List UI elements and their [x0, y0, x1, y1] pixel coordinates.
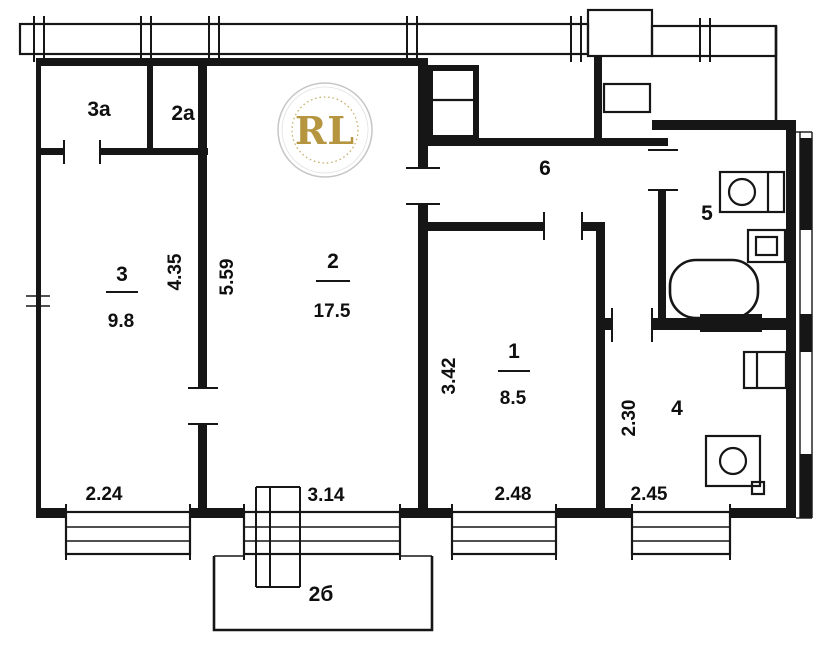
facade-band: [18, 8, 778, 128]
logo-initials: RL: [295, 108, 355, 153]
room-1-area: 8.5: [500, 388, 527, 409]
room-5-label: 5: [701, 202, 713, 225]
room-2-dim-vertical: 5.59: [217, 259, 238, 296]
window-room1: [450, 504, 558, 560]
room-2-area: 17.5: [314, 301, 351, 322]
room-3-dim-vertical: 4.35: [165, 253, 186, 290]
agency-logo: RL: [277, 82, 373, 178]
vent-shaft: [427, 65, 652, 141]
balcony-outline: [212, 555, 434, 632]
room-3a-label: 3а: [87, 98, 111, 121]
room-1-dim-vertical: 3.42: [439, 358, 460, 395]
room-4-dim-horizontal: 2.45: [631, 484, 668, 505]
bathtub-icon: [668, 258, 760, 320]
labels: 3а 2а 3 9.8 4.35 2.24 2 17.5 5.59 3.14 1…: [86, 98, 714, 606]
kitchen-sink-icon: [704, 434, 766, 496]
balcony-door: [255, 486, 301, 588]
room-3-area: 9.8: [108, 311, 134, 332]
door-ticks: [26, 140, 678, 425]
fixtures: [668, 170, 788, 496]
window-room2: [242, 504, 402, 560]
room-6-label: 6: [539, 157, 551, 180]
window-room3: [64, 504, 192, 560]
room-4-label: 4: [671, 397, 683, 420]
balcony-label: 2б: [309, 583, 334, 606]
logo-arc-text: [291, 96, 359, 164]
right-wall-strip: [796, 131, 813, 519]
room-1-dim-horizontal: 2.48: [495, 484, 532, 505]
kitchen-stove-icon: [742, 350, 788, 390]
bath-sink-icon: [746, 228, 787, 264]
walls: [36, 55, 796, 518]
toilet-icon: [718, 170, 786, 214]
room-3-label: 3: [116, 263, 128, 286]
room-2-label: 2: [327, 250, 339, 273]
room-2-dim-horizontal: 3.14: [308, 485, 345, 506]
room-1-label: 1: [508, 340, 520, 363]
window-room4: [630, 504, 732, 560]
room-4-dim-vertical: 2.30: [619, 400, 640, 437]
room-3-dim-horizontal: 2.24: [86, 484, 123, 505]
room-2a-label: 2а: [171, 102, 195, 125]
